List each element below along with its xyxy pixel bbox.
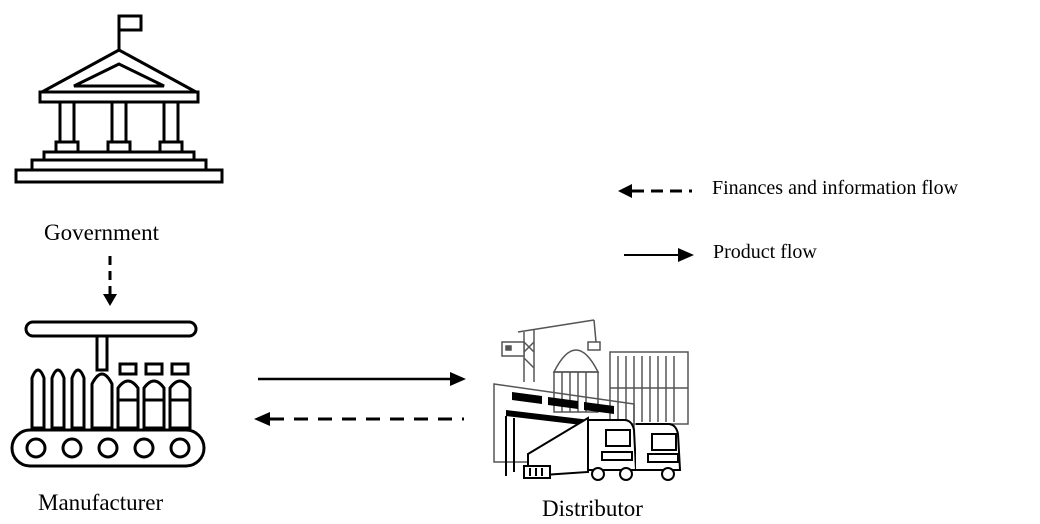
warehouse-trucks-icon — [493, 319, 689, 481]
legend-finance-label: Finances and information flow — [712, 177, 959, 199]
bottling-conveyor-icon — [10, 320, 206, 468]
government-label: Government — [44, 220, 159, 245]
manufacturer-to-distributor-arrow — [258, 372, 466, 386]
distributor-label: Distributor — [542, 496, 643, 521]
manufacturer-label: Manufacturer — [38, 490, 164, 515]
legend-product-solid-arrow-icon — [624, 248, 694, 262]
government-to-manufacturer-arrow — [103, 256, 117, 306]
distributor-to-manufacturer-arrow — [254, 412, 464, 426]
legend-finance-dashed-arrow-icon — [618, 184, 692, 198]
legend-product-label: Product flow — [713, 241, 817, 263]
government-building-icon — [14, 14, 224, 184]
